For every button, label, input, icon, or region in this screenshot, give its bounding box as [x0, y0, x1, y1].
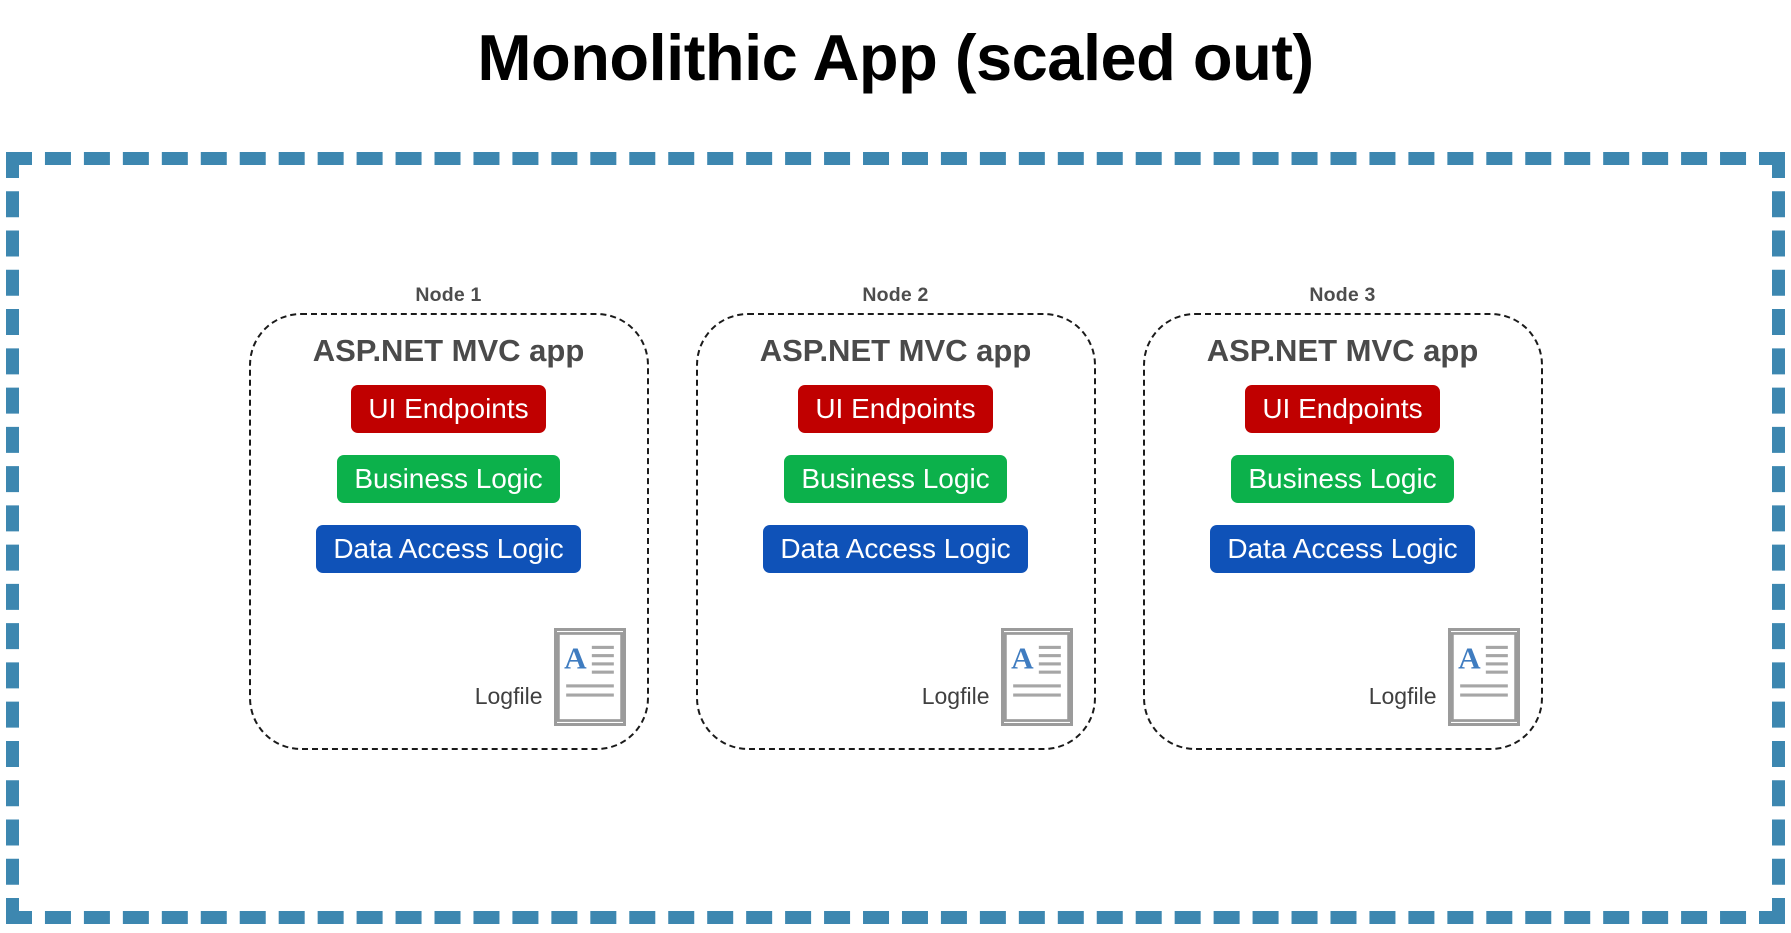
- layer-data-access-logic[interactable]: Data Access Logic: [1210, 524, 1475, 573]
- logfile-label: Logfile: [474, 682, 543, 709]
- layer-stack: UI Endpoints Business Logic Data Access …: [1210, 384, 1475, 573]
- node-boundary: ASP.NET MVC app UI Endpoints Business Lo…: [1142, 312, 1543, 750]
- layer-stack: UI Endpoints Business Logic Data Access …: [316, 384, 581, 573]
- app-title: ASP.NET MVC app: [759, 332, 1032, 368]
- node-card-3[interactable]: Node 3 ASP.NET MVC app UI Endpoints Busi…: [1142, 284, 1543, 750]
- layer-business-logic[interactable]: Business Logic: [1231, 454, 1454, 503]
- document-text-icon: A: [1447, 627, 1520, 726]
- logfile-group[interactable]: Logfile A: [921, 627, 1073, 726]
- page-title: Monolithic App (scaled out): [477, 21, 1314, 94]
- app-title: ASP.NET MVC app: [1206, 332, 1479, 368]
- svg-text:A: A: [1011, 640, 1034, 675]
- layer-data-access-logic[interactable]: Data Access Logic: [763, 524, 1028, 573]
- app-title: ASP.NET MVC app: [312, 332, 585, 368]
- svg-text:A: A: [564, 640, 587, 675]
- nodes-row: Node 1 ASP.NET MVC app UI Endpoints Busi…: [0, 284, 1791, 756]
- node-card-2[interactable]: Node 2 ASP.NET MVC app UI Endpoints Busi…: [695, 284, 1096, 750]
- node-boundary: ASP.NET MVC app UI Endpoints Business Lo…: [248, 312, 649, 750]
- document-text-icon: A: [553, 627, 626, 726]
- layer-ui-endpoints[interactable]: UI Endpoints: [1245, 384, 1440, 433]
- node-label: Node 2: [862, 284, 929, 306]
- logfile-label: Logfile: [921, 682, 990, 709]
- layer-data-access-logic[interactable]: Data Access Logic: [316, 524, 581, 573]
- cluster-boundary: [6, 152, 1785, 924]
- node-card-1[interactable]: Node 1 ASP.NET MVC app UI Endpoints Busi…: [248, 284, 649, 750]
- logfile-group[interactable]: Logfile A: [474, 627, 626, 726]
- logfile-label: Logfile: [1368, 682, 1437, 709]
- layer-ui-endpoints[interactable]: UI Endpoints: [351, 384, 546, 433]
- node-label: Node 1: [415, 284, 482, 306]
- document-text-icon: A: [1000, 627, 1073, 726]
- node-boundary: ASP.NET MVC app UI Endpoints Business Lo…: [695, 312, 1096, 750]
- layer-business-logic[interactable]: Business Logic: [337, 454, 560, 503]
- svg-text:A: A: [1458, 640, 1481, 675]
- layer-ui-endpoints[interactable]: UI Endpoints: [798, 384, 993, 433]
- node-label: Node 3: [1309, 284, 1376, 306]
- layer-stack: UI Endpoints Business Logic Data Access …: [763, 384, 1028, 573]
- logfile-group[interactable]: Logfile A: [1368, 627, 1520, 726]
- layer-business-logic[interactable]: Business Logic: [784, 454, 1007, 503]
